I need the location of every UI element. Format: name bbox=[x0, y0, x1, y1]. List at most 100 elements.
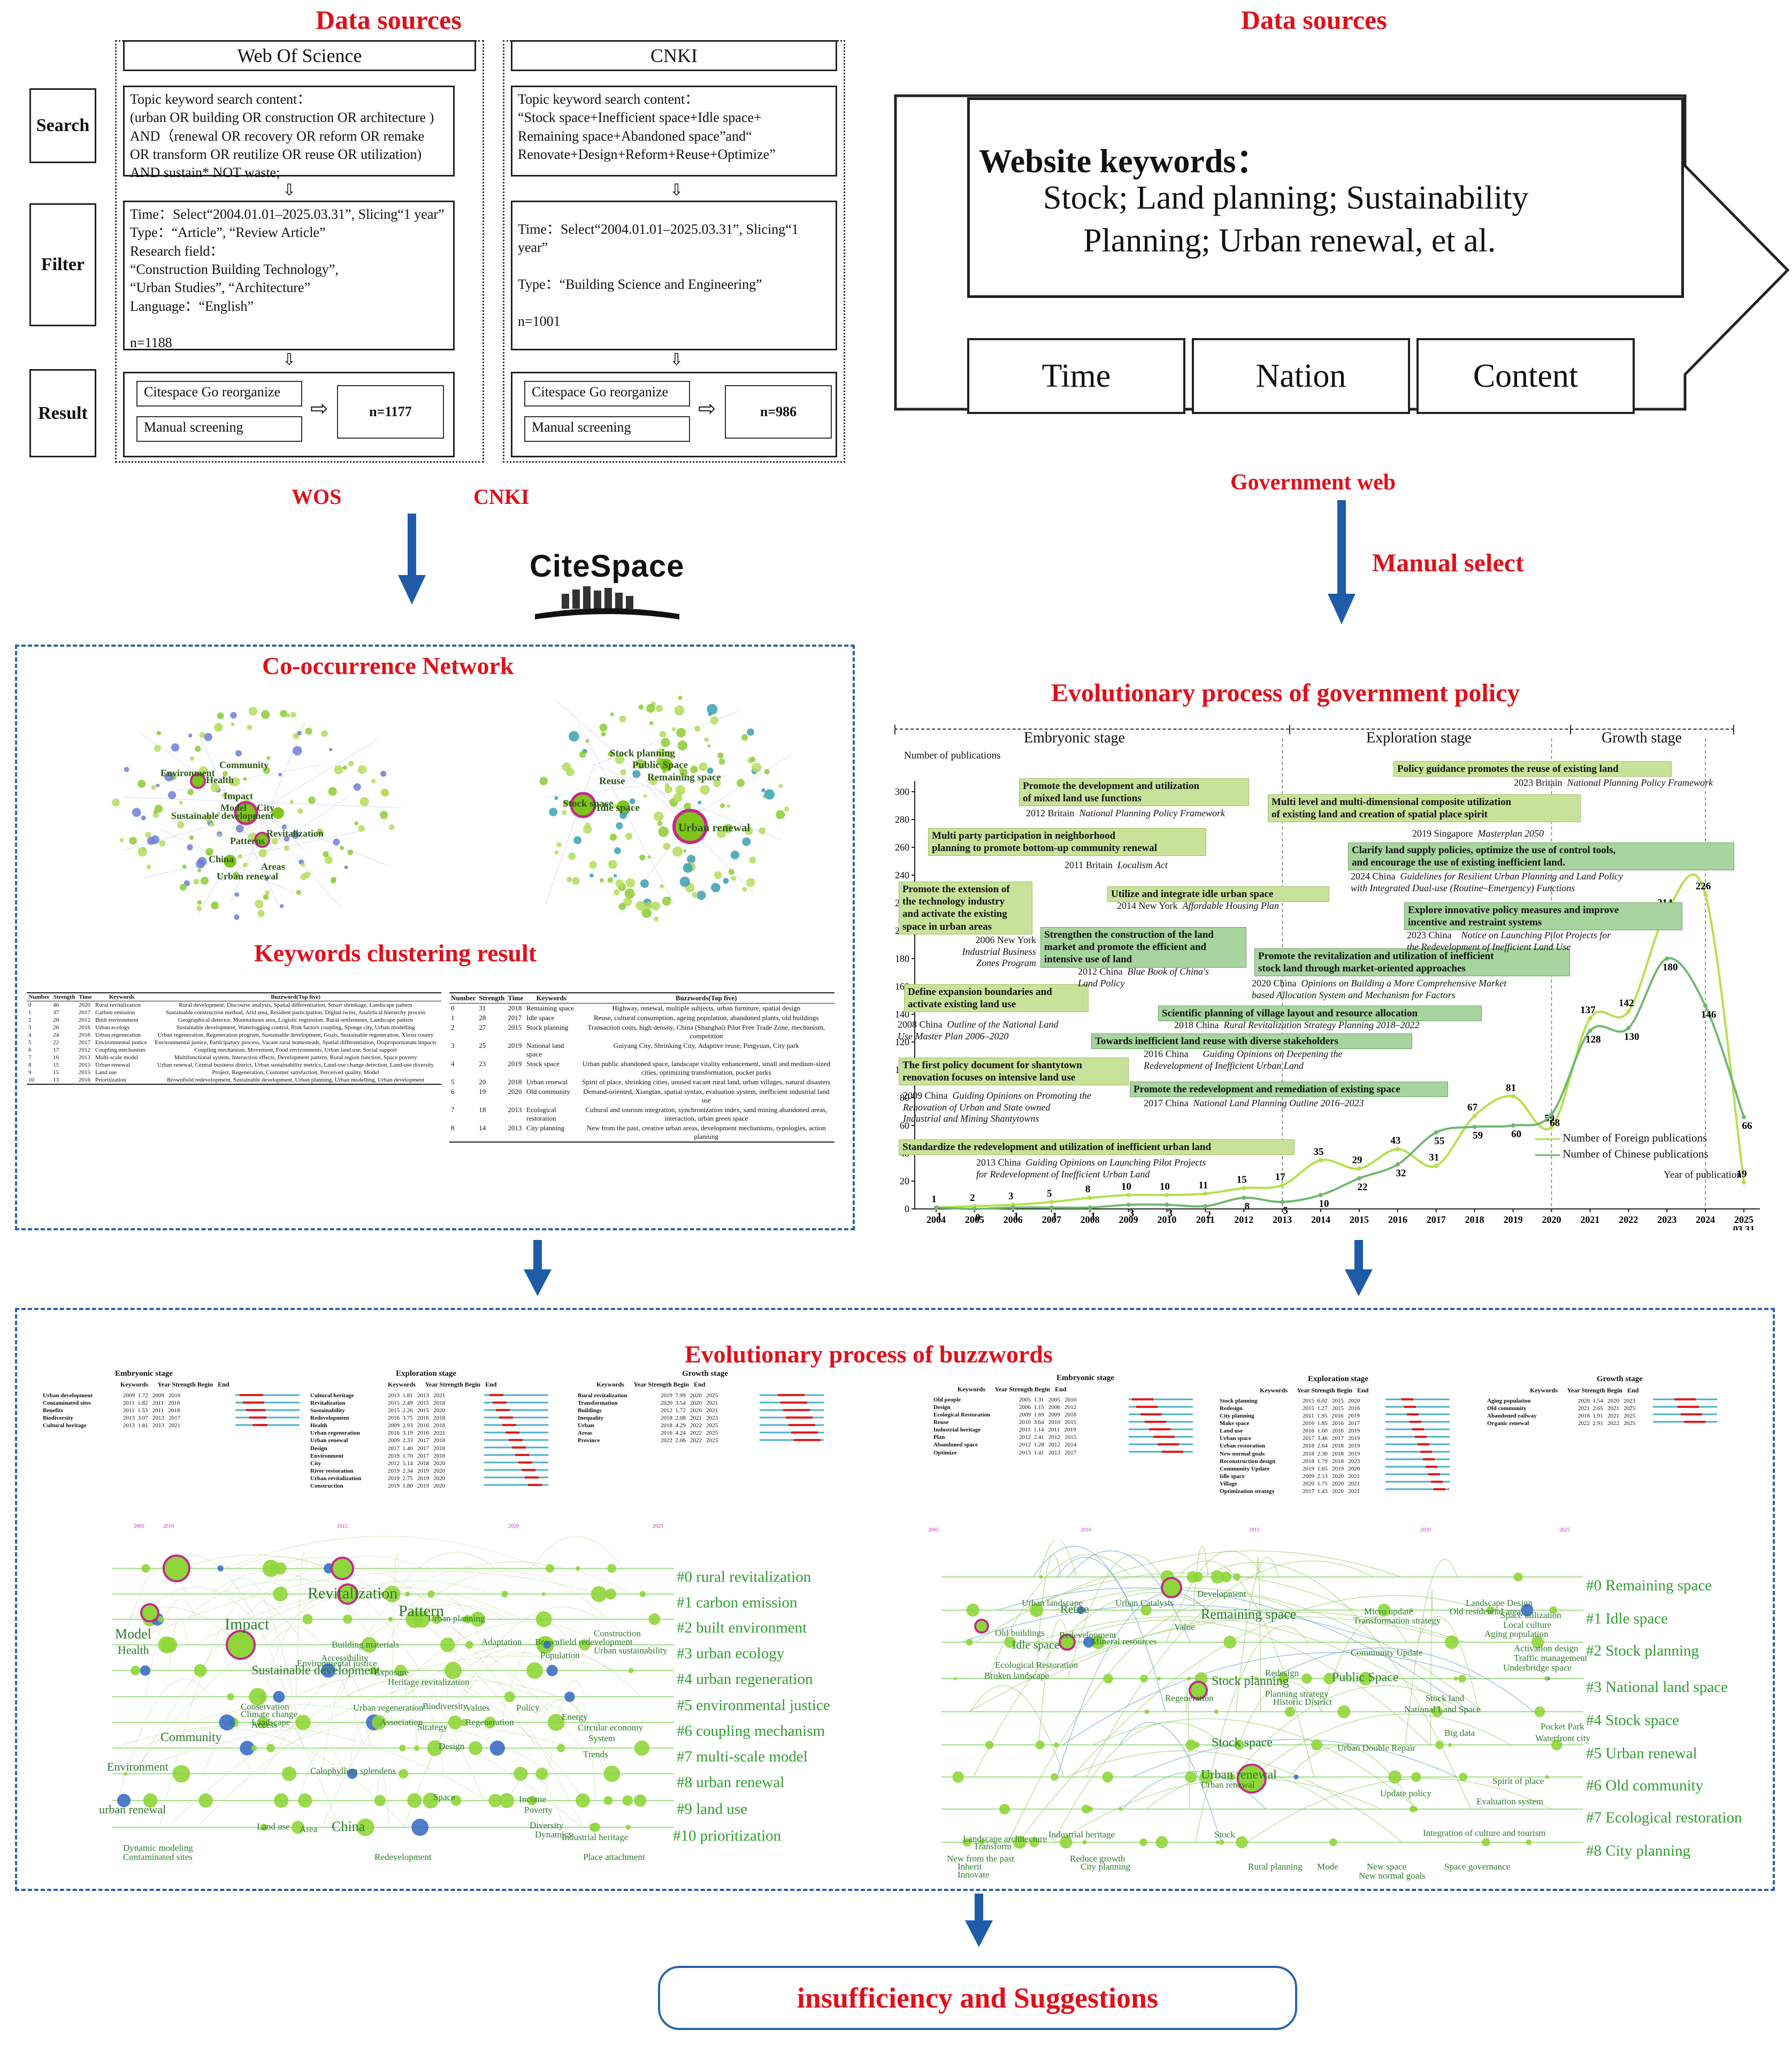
timeline-node bbox=[427, 1740, 443, 1756]
data-label: 29 bbox=[1352, 1155, 1362, 1166]
data-label: 5 bbox=[1283, 1205, 1288, 1216]
table-cell: 2018 bbox=[508, 1078, 522, 1086]
table-cell: 0 bbox=[451, 1004, 455, 1012]
data-point bbox=[1088, 1196, 1092, 1200]
network-node bbox=[609, 833, 617, 841]
timeline-node bbox=[257, 1716, 270, 1729]
network-node bbox=[204, 815, 212, 822]
network-node bbox=[607, 877, 614, 883]
network-node bbox=[664, 786, 672, 794]
left-blue-arrow-2 bbox=[524, 1240, 552, 1296]
timeline-link bbox=[210, 1571, 378, 1645]
table-cell: Stock space bbox=[526, 1060, 560, 1068]
timeline-node bbox=[302, 1614, 313, 1625]
timeline-node bbox=[388, 1617, 393, 1622]
timeline-link bbox=[203, 1741, 252, 1774]
policy-caption: 2024 China Guidelines for Resilient Urba… bbox=[1351, 871, 1623, 894]
burst-node bbox=[1237, 1764, 1267, 1794]
timeline-keyword: Activation design bbox=[1514, 1643, 1579, 1653]
network-node bbox=[608, 860, 617, 869]
burst-node bbox=[1189, 1681, 1208, 1700]
cluster-label-right: #5 Urban renewal bbox=[1586, 1745, 1697, 1762]
network-node bbox=[263, 894, 269, 900]
year-tick: 2025 bbox=[1559, 1527, 1570, 1533]
table-cell: 1 bbox=[451, 1014, 455, 1022]
timeline-node bbox=[527, 1795, 537, 1806]
network-node bbox=[723, 878, 729, 884]
cnki-title: CNKI bbox=[511, 40, 837, 71]
data-point bbox=[1280, 1183, 1285, 1188]
network-node bbox=[157, 731, 162, 736]
timeline-node bbox=[470, 1612, 486, 1627]
data-point bbox=[1203, 1191, 1208, 1196]
network-node bbox=[778, 784, 783, 788]
policy-box: Strengthen the construction of the land … bbox=[1040, 927, 1246, 968]
timeline-node bbox=[488, 1794, 502, 1807]
timeline-keyword: Access bbox=[251, 1720, 278, 1730]
net-right-node: Stock planning bbox=[610, 748, 675, 759]
data-point bbox=[1242, 1196, 1246, 1200]
timeline-keyword: Micro update bbox=[1364, 1606, 1413, 1617]
stage-divider bbox=[1570, 725, 1571, 734]
timeline-node bbox=[217, 1565, 224, 1572]
burst-keywords: Rural revitalization Transformation Buil… bbox=[578, 1392, 627, 1444]
table-cell: 9 bbox=[28, 1069, 32, 1076]
network-node bbox=[329, 748, 333, 752]
legend-label: Number of Chinese publications bbox=[1563, 1147, 1709, 1161]
network-node bbox=[623, 897, 632, 907]
network-node bbox=[640, 879, 649, 888]
data-label: 43 bbox=[1390, 1135, 1400, 1146]
net-right-node: Idle space bbox=[596, 802, 640, 814]
network-node bbox=[731, 875, 737, 881]
net-left-node: City bbox=[257, 802, 274, 813]
timeline-node bbox=[440, 1637, 455, 1652]
network-node bbox=[221, 792, 227, 798]
timeline-node bbox=[1329, 1838, 1337, 1847]
y-tick-label: 0 bbox=[905, 1204, 909, 1214]
network-node bbox=[210, 783, 220, 792]
timeline-node bbox=[966, 1638, 973, 1646]
right-blue-arrow-2 bbox=[1345, 1240, 1373, 1296]
policy-box: Promote the revitalization and utilizati… bbox=[1254, 948, 1570, 977]
network-node bbox=[235, 750, 242, 757]
policy-caption-year: 2018 China bbox=[1174, 1020, 1219, 1030]
timeline-node bbox=[1185, 1771, 1197, 1783]
timeline-link bbox=[144, 1599, 197, 1697]
x-tick-label: 2021 bbox=[1580, 1214, 1599, 1225]
table-cell: 2 bbox=[28, 1017, 32, 1023]
policy-caption-year: 2011 Britain bbox=[1065, 860, 1113, 870]
timeline-link bbox=[1177, 1560, 1314, 1778]
series-line bbox=[936, 957, 1745, 1211]
table-header: Number bbox=[449, 992, 478, 1004]
policy-caption-year: 2009 China bbox=[903, 1090, 948, 1101]
network-node bbox=[563, 800, 570, 807]
burst-keywords: Stock planning Redesign City planning Ma… bbox=[1220, 1398, 1276, 1495]
timeline-node bbox=[1337, 1705, 1351, 1719]
data-label: 67 bbox=[1467, 1102, 1478, 1113]
timeline-node bbox=[979, 1839, 985, 1845]
network-node bbox=[235, 824, 244, 833]
timeline-node bbox=[131, 1665, 141, 1676]
timeline-link bbox=[1235, 1557, 1280, 1712]
timeline-keyword: Environment bbox=[107, 1760, 169, 1773]
network-node bbox=[321, 730, 328, 737]
table-cell: Stock planning bbox=[526, 1023, 569, 1031]
timeline-node bbox=[1215, 1840, 1220, 1844]
timeline-link bbox=[1046, 1611, 1465, 1679]
x-tick-label: 2024 bbox=[1696, 1214, 1715, 1225]
timeline-keyword: Space bbox=[433, 1792, 455, 1802]
timeline-node bbox=[1192, 1572, 1203, 1582]
timeline-keyword: Dynamic modeling bbox=[123, 1843, 193, 1853]
data-label: 8 bbox=[1244, 1201, 1250, 1212]
network-node bbox=[657, 821, 663, 826]
data-label: 35 bbox=[1314, 1146, 1324, 1158]
timeline-keyword: Regeneration bbox=[1165, 1693, 1214, 1703]
network-node bbox=[308, 796, 316, 805]
timeline-node bbox=[461, 1719, 468, 1726]
policy-box: Multi party participation in neighborhoo… bbox=[928, 828, 1206, 856]
network-node bbox=[263, 767, 270, 774]
timeline-node bbox=[1199, 1770, 1213, 1784]
timeline-node bbox=[999, 1803, 1010, 1815]
timeline-node bbox=[394, 1664, 407, 1677]
